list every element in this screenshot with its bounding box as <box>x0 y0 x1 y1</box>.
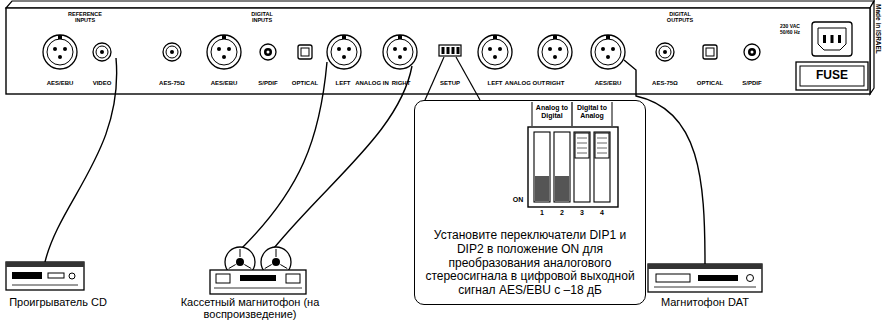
port-label: VIDEO <box>93 80 112 87</box>
dat-recorder <box>648 264 762 292</box>
rca-connector <box>260 44 276 60</box>
device-label: Кассетный магнитофон (на воспроизведение… <box>160 296 340 320</box>
switch-number: 2 <box>560 209 564 217</box>
group-label: ANALOG IN <box>355 80 389 87</box>
setup-switch <box>439 45 461 56</box>
port-label: LEFT <box>488 80 503 87</box>
panel-face <box>6 8 870 94</box>
fuse-holder <box>796 62 868 90</box>
port-label: AES-75Ω <box>159 80 185 87</box>
port-label: OPTICAL <box>697 80 723 87</box>
port-label: AES/EBU <box>47 80 74 87</box>
xlr-connector <box>43 35 77 69</box>
bnc-connector <box>163 43 181 61</box>
power-inlet <box>812 22 852 56</box>
switch-group-label: Digital to Analog <box>575 104 609 119</box>
origin-mark: Made in ISRAEL <box>875 4 882 54</box>
switch-number: 3 <box>580 209 584 217</box>
port-label: RIGHT <box>546 80 565 87</box>
bnc-connector <box>93 43 111 61</box>
switch-group-label: Analog to Digital <box>535 104 569 119</box>
panel-top <box>6 1 874 8</box>
port-label: S/PDIF <box>742 80 761 87</box>
group-label: REFERENCE INPUTS <box>62 11 108 23</box>
xlr-connector <box>591 35 625 69</box>
switch-state-label: ON <box>513 196 524 204</box>
bnc-connector <box>656 43 674 61</box>
port-label: S/PDIF <box>258 80 277 87</box>
instruction-text: Установите переключатели DIP1 и DIP2 в п… <box>423 229 637 298</box>
switch-number: 1 <box>540 209 544 217</box>
cd-player <box>6 262 84 290</box>
port-label: OPTICAL <box>292 80 318 87</box>
device-label: Магнитофон DAT <box>661 296 749 308</box>
port-label: AES/EBU <box>211 80 238 87</box>
port-label: LEFT <box>336 80 351 87</box>
xlr-connector <box>207 35 241 69</box>
port-label: SETUP <box>440 80 460 87</box>
rca-connector <box>744 44 760 60</box>
group-label: DIGITAL OUTPUTS <box>657 11 703 23</box>
xlr-connector <box>327 35 361 69</box>
optical-connector <box>298 45 312 59</box>
device-label: Проигрыватель CD <box>9 296 107 308</box>
optical-connector <box>703 45 717 59</box>
callout-box: Установите переключатели DIP1 и DIP2 в п… <box>414 100 646 305</box>
dip-switch <box>528 102 618 207</box>
group-label: DIGITAL INPUTS <box>242 11 282 23</box>
fuse-label: FUSE <box>816 69 848 82</box>
power-rating: 230 VAC 50/60 Hz <box>775 24 805 35</box>
callout-leader <box>425 57 480 100</box>
xlr-connector <box>478 35 512 69</box>
port-label: AES-75Ω <box>652 80 678 87</box>
port-label: RIGHT <box>392 80 411 87</box>
group-label: ANALOG OUT <box>505 80 545 87</box>
tape-recorder <box>210 247 306 294</box>
port-label: AES/EBU <box>595 80 622 87</box>
xlr-connector <box>538 35 572 69</box>
connectors <box>43 35 760 69</box>
rear-panel <box>6 1 874 94</box>
switch-number: 4 <box>600 209 604 217</box>
xlr-connector <box>383 35 417 69</box>
